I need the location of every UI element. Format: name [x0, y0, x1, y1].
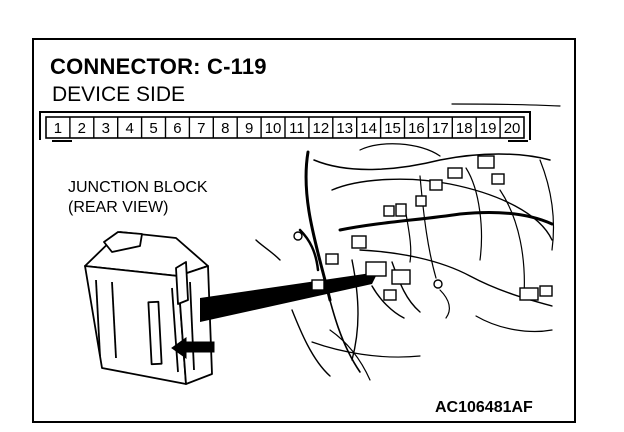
junction-block-drawing: [84, 231, 213, 385]
connector-title: CONNECTOR: C-119: [50, 54, 267, 79]
connector-pin-11: 11: [284, 117, 305, 138]
pointer-arrow-small: [171, 337, 215, 359]
junction-block-label: JUNCTION BLOCK (REAR VIEW): [68, 178, 208, 218]
connector-pin-20: 20: [499, 117, 521, 138]
connector-pin-15: 15: [379, 117, 401, 138]
connector-pin-label: 4: [125, 120, 133, 137]
connector-pin-label: 2: [78, 120, 86, 137]
connector-pin-label: 18: [456, 120, 473, 137]
figure-code: AC106481AF: [435, 399, 533, 416]
connector-pin-label: 14: [360, 120, 377, 137]
connector-pin-16: 16: [403, 117, 425, 138]
connector-pin-13: 13: [332, 117, 353, 138]
connector-pin-label: 5: [149, 120, 157, 137]
connector-pin-2: 2: [69, 117, 86, 138]
connector-pin-label: 9: [245, 120, 253, 137]
connector-pin-9: 9: [236, 117, 253, 138]
connector-pin-18: 18: [451, 117, 473, 138]
harness-connectors: [293, 155, 553, 301]
connector-pin-12: 12: [308, 117, 330, 138]
connector-pin-19: 19: [475, 117, 497, 138]
connector-pin-label: 15: [384, 120, 401, 137]
connector-pin-label: 1: [54, 120, 62, 137]
junction-block-label-line1: JUNCTION BLOCK: [68, 179, 208, 196]
connector-pin-label: 6: [173, 120, 181, 137]
connector-pin-label: 11: [289, 120, 305, 137]
connector-pin-10: 10: [260, 117, 282, 138]
connector-pin-5: 5: [140, 117, 158, 138]
connector-pin-label: 10: [265, 120, 282, 137]
connector-pin-17: 17: [427, 117, 449, 138]
connector-pin-label: 17: [432, 120, 449, 137]
connector-pin-label: 19: [480, 120, 497, 137]
connector-pin-8: 8: [212, 117, 229, 138]
connector-pin-3: 3: [93, 117, 110, 138]
pointer-arrow-large: [200, 272, 378, 322]
connector-pin-1: 1: [54, 120, 62, 137]
connector-subtitle: DEVICE SIDE: [52, 83, 186, 106]
connector-pin-label: 7: [197, 120, 205, 137]
connector-pin-label: 16: [408, 120, 425, 137]
connector-pin-14: 14: [356, 117, 377, 138]
connector-pin-label: 8: [221, 120, 229, 137]
connector-pin-label: 12: [313, 120, 330, 137]
harness-drawing: [255, 103, 561, 381]
connector-pin-7: 7: [188, 117, 206, 138]
connector-pin-label: 20: [504, 120, 521, 137]
connector-pin-label: 3: [102, 120, 110, 137]
junction-block-label-line2: (REAR VIEW): [68, 199, 169, 216]
connector-pin-label: 13: [336, 120, 353, 137]
connector-pin-6: 6: [164, 117, 182, 138]
connector-pin-4: 4: [116, 117, 134, 138]
